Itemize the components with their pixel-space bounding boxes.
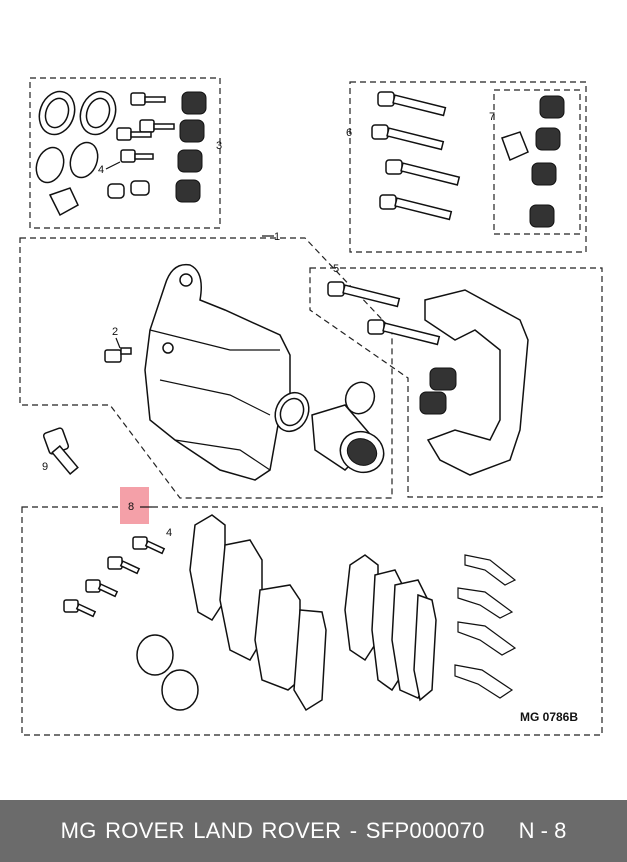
- pad-bolt-icon: [63, 536, 166, 618]
- callout-2: 2: [112, 326, 118, 338]
- callout-4-bottom: 4: [166, 527, 172, 539]
- carrier-group: 5: [309, 263, 603, 498]
- highlight-marker: [120, 487, 149, 524]
- footer-bar: MG ROVER LAND ROVER - SFP000070 N - 8: [0, 800, 627, 862]
- guide-pin-icon: [371, 91, 461, 221]
- seal-kit-group: 3 4: [29, 77, 222, 229]
- pin-boot-icon: [529, 95, 565, 228]
- callout-3: 3: [216, 140, 222, 152]
- caliper-group: 1 2: [19, 231, 393, 499]
- dust-boot-icon: [175, 91, 207, 203]
- callout-1: 1: [274, 231, 280, 243]
- caliper-bolt-group: 9: [42, 427, 79, 475]
- diagram-code: N - 8: [518, 818, 567, 843]
- anti-rattle-clip-icon: [454, 554, 517, 699]
- drawing-code: MG 0786B: [520, 710, 578, 724]
- carrier-bolt-icon: [327, 281, 441, 346]
- callout-6: 6: [346, 127, 352, 139]
- callout-9: 9: [42, 461, 48, 473]
- part-number-title: MG ROVER LAND ROVER - SFP000070: [60, 818, 485, 843]
- callout-7: 7: [489, 111, 495, 123]
- callout-8: 8: [128, 501, 134, 513]
- brake-pad-icon: [344, 554, 437, 702]
- bolt-icon: [116, 92, 175, 163]
- brake-pad-icon: [189, 514, 327, 712]
- parts-diagram: 3 4 6 7 1: [19, 77, 603, 736]
- pad-kit-group: 8 4: [21, 487, 603, 736]
- guide-pin-kit-group: 6 7: [346, 81, 587, 253]
- callout-5: 5: [333, 263, 339, 275]
- callout-4-top: 4: [98, 164, 104, 176]
- bleed-nipple-icon: [104, 347, 132, 363]
